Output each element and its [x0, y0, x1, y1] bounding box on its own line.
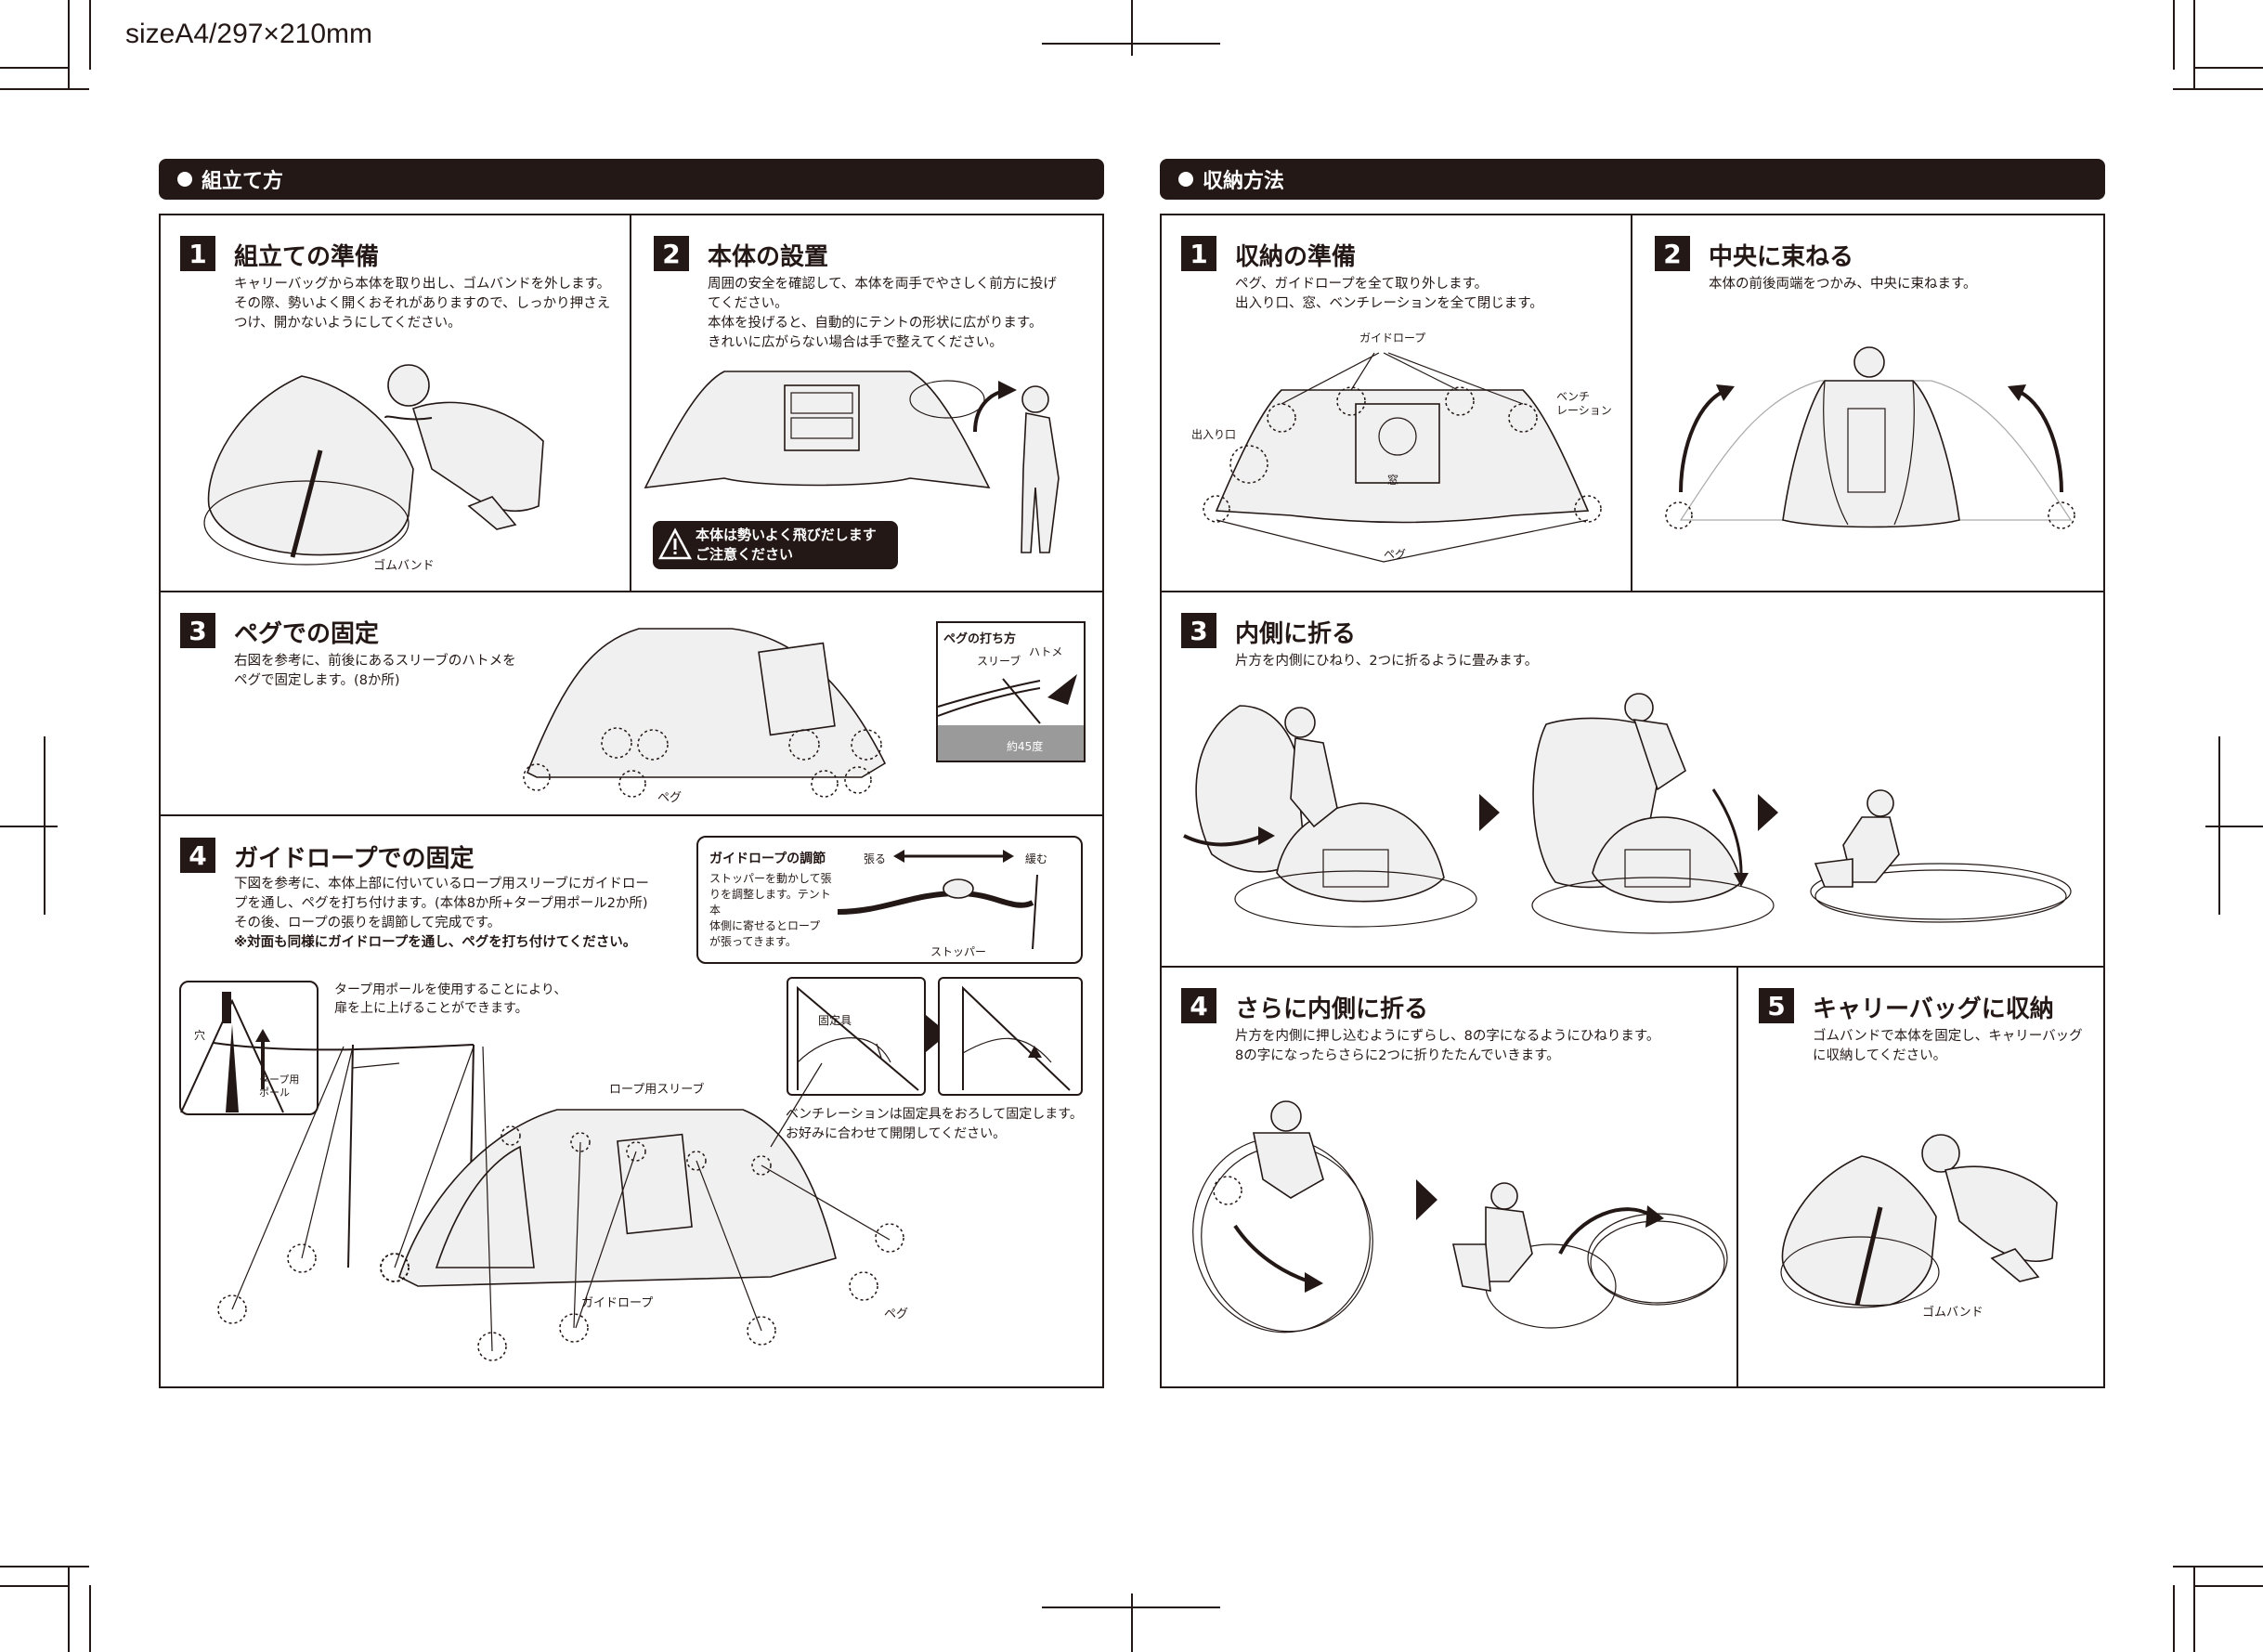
rope-adjust-diagram	[837, 850, 1038, 950]
loosen-label: 緩む	[1025, 852, 1048, 865]
step-number: 3	[180, 613, 215, 648]
divider	[1631, 214, 1632, 591]
step-number: 5	[1759, 988, 1794, 1023]
gathering-tent-illustration	[1665, 346, 2075, 529]
step-description: ペグ、ガイドロープを全て取り外します。 出入り口、窓、ベンチレーションを全て閉じ…	[1235, 277, 1543, 311]
step-description: キャリーバッグから本体を取り出し、ゴムバンドを外します。 その際、勢いよく開くお…	[234, 277, 611, 331]
step-title: 組立ての準備	[234, 243, 380, 271]
step-description: 片方を内側にひねり、2つに折るように畳みます。	[1235, 654, 1539, 669]
step-description: 下図を参考に、本体上部に付いているロープ用スリーブにガイドロー プを通し、ペグを…	[234, 877, 649, 950]
step-number: 4	[1181, 988, 1216, 1023]
vent-open-diagram	[797, 985, 919, 1091]
page-size-label: sizeA4/297×210mm	[125, 19, 372, 49]
grommet-label: ハトメ	[1029, 645, 1063, 658]
guy-rope-label: ガイドロープ	[581, 1296, 654, 1310]
adjust-title: ガイドロープの調節	[709, 852, 826, 866]
peg-inset-title: ペグの打ち方	[943, 632, 1017, 646]
guy-rope-adjust-box: ガイドロープの調節 張る 緩む ストッパーを動かして張 りを調整します。テント本…	[696, 836, 1083, 964]
hole-label: 穴	[194, 1029, 206, 1042]
folding-inward-illustration	[1183, 693, 2072, 934]
vent-inset-closed	[938, 977, 1083, 1096]
assembly-header-label: 組立て方	[202, 170, 284, 193]
arrow-right-icon	[926, 1015, 948, 1052]
divider	[1736, 966, 1738, 1388]
person-holding-tent-illustration	[203, 364, 544, 566]
step-title: 本体の設置	[708, 243, 829, 271]
divider	[1160, 966, 2105, 968]
bagging-tent-illustration	[1780, 1134, 2058, 1308]
storage-header: 収納方法	[1160, 159, 2105, 200]
peg-label: ペグ	[884, 1307, 909, 1321]
assembly-header: 組立て方	[159, 159, 1104, 200]
peg-label: ペグ	[657, 791, 683, 805]
divider	[1160, 591, 2105, 592]
vent-closed-diagram	[962, 985, 1071, 1091]
step-title: さらに内側に折る	[1235, 995, 1429, 1023]
rubber-band-label: ゴムバンド	[373, 559, 435, 573]
step-description: ゴムバンドで本体を固定し、キャリーバッグ に収納してください。	[1813, 1029, 2083, 1063]
tent-peg-illustration	[523, 628, 887, 798]
pole-hole-diagram	[180, 992, 284, 1113]
peg-angle-diagram	[937, 674, 1084, 761]
step-number: 1	[180, 236, 215, 271]
sleeve-label: スリーブ	[977, 655, 1021, 668]
step-description: 本体の前後両端をつかみ、中央に束ねます。	[1709, 277, 1977, 292]
step-number: 2	[654, 236, 689, 271]
warning-badge: 本体は勢いよく飛びだします ご注意ください	[653, 521, 898, 569]
throwing-tent-illustration	[644, 371, 1060, 553]
window-label: 窓	[1387, 474, 1399, 487]
step-number: 1	[1181, 236, 1216, 271]
closed-tent-illustration	[1203, 352, 1602, 563]
rubber-band-label: ゴムバンド	[1922, 1306, 1983, 1320]
figure-eight-fold-illustration	[1192, 1100, 1728, 1333]
peg-inset: ペグの打ち方 スリーブ ハトメ 約45度	[936, 621, 1086, 762]
step-title: キャリーバッグに収納	[1813, 995, 2054, 1023]
guy-rope-label: ガイドロープ	[1359, 332, 1426, 345]
warning-icon	[657, 527, 693, 560]
divider	[159, 591, 1104, 592]
pole-hole-inset: 穴 タープ用 ポール	[179, 981, 319, 1115]
vent-inset-open: 固定具	[787, 977, 926, 1096]
ventilation-label: ベンチ レーション	[1556, 390, 1612, 417]
storage-header-label: 収納方法	[1203, 170, 1285, 193]
storage-frame	[1160, 214, 2105, 1388]
tent-guy-rope-illustration	[213, 1042, 904, 1361]
step-number: 4	[180, 838, 215, 873]
step-description: 片方を内側に押し込むようにずらし、8の字になるようにひねります。 8の字になった…	[1235, 1029, 1660, 1063]
step-description: 右図を参考に、前後にあるスリーブのハトメを ペグで固定します。(8か所)	[234, 654, 516, 688]
pole-note: タープ用ポールを使用することにより、 扉を上に上げることができます。	[334, 982, 567, 1016]
step-description: 周囲の安全を確認して、本体を両手でやさしく前方に投げ てください。 本体を投げる…	[708, 277, 1057, 350]
peg-label: ペグ	[1384, 548, 1407, 561]
pole-label: タープ用 ポール	[259, 1073, 300, 1099]
bullet-icon	[177, 172, 192, 187]
stopper-label: ストッパー	[930, 945, 987, 958]
rope-sleeve-label: ロープ用スリーブ	[609, 1083, 705, 1097]
fixture-label: 固定具	[818, 1014, 852, 1027]
assembly-frame	[159, 214, 1104, 1388]
step-title: 収納の準備	[1235, 243, 1357, 271]
tighten-label: 張る	[864, 852, 887, 865]
divider	[630, 214, 631, 591]
step-number: 2	[1655, 236, 1690, 271]
angle-label: 約45度	[1007, 740, 1044, 753]
divider	[159, 814, 1104, 816]
entrance-label: 出入り口	[1191, 428, 1237, 441]
vent-note: ベンチレーションは固定具をおろして固定します。 お好みに合わせて開閉してください…	[786, 1107, 1083, 1141]
step-number: 3	[1181, 613, 1216, 648]
step-title: ペグでの固定	[234, 620, 380, 648]
step-title: ガイドロープでの固定	[234, 845, 475, 873]
step-title: 内側に折る	[1235, 620, 1357, 648]
bullet-icon	[1178, 172, 1193, 187]
step-title: 中央に束ねる	[1709, 243, 1854, 271]
adjust-description: ストッパーを動かして張 りを調整します。テント本 体側に寄せるとロープ が張って…	[709, 872, 832, 948]
